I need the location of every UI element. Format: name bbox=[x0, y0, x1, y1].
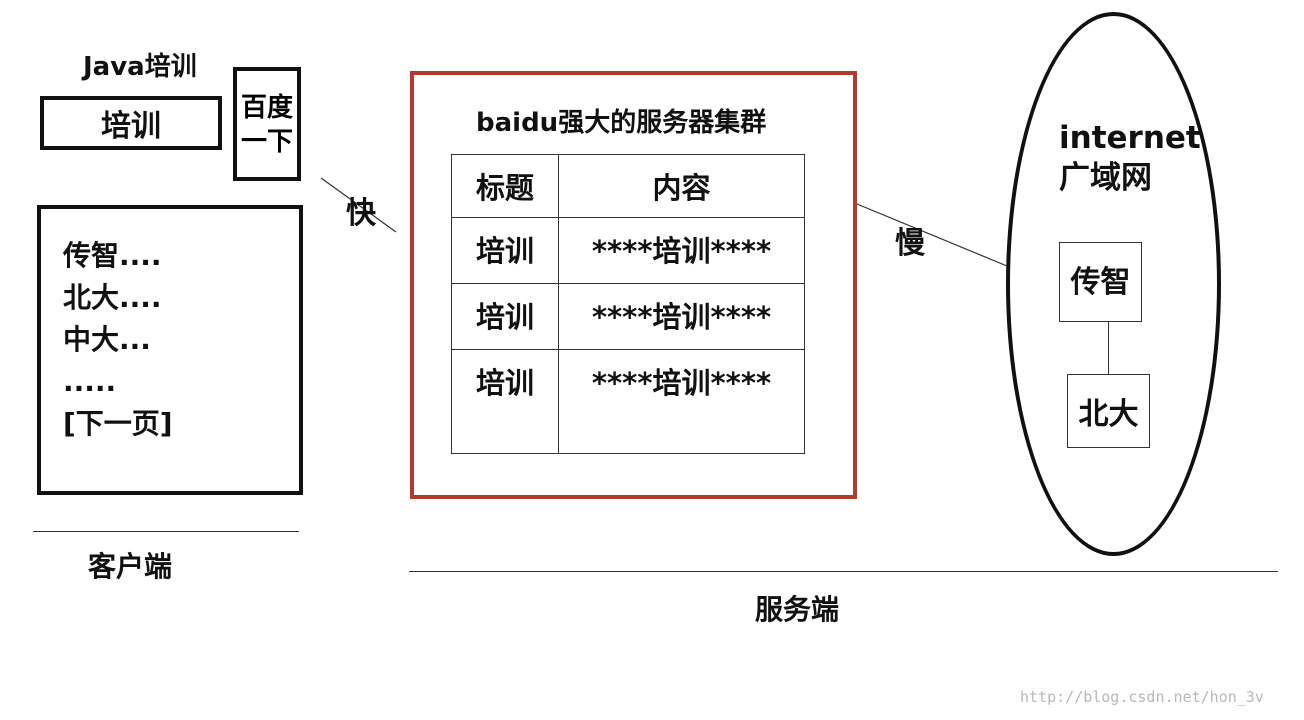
search-button-label-line1: 百度 bbox=[240, 92, 293, 122]
search-button[interactable]: 百度 一下 bbox=[233, 67, 301, 181]
internet-title: internet 广域网 bbox=[1059, 118, 1201, 198]
table-header-title: 标题 bbox=[451, 154, 559, 218]
table-cell-content: ****培训**** bbox=[558, 217, 805, 284]
search-button-label-line2: 一下 bbox=[240, 126, 293, 156]
table-cell-title: 培训 bbox=[451, 283, 559, 350]
table-row: 培训 ****培训**** bbox=[451, 283, 805, 350]
client-title: Java培训 bbox=[83, 52, 197, 82]
slow-connector-line bbox=[856, 203, 1008, 267]
cluster-title: baidu强大的服务器集群 bbox=[476, 108, 767, 138]
client-divider bbox=[33, 531, 299, 532]
watermark: http://blog.csdn.net/hon_3v bbox=[1020, 688, 1264, 706]
search-input[interactable]: 培训 bbox=[40, 96, 222, 150]
table-row: 培训 ****培训**** bbox=[451, 217, 805, 284]
result-item[interactable]: 传智.... bbox=[63, 239, 162, 272]
server-cluster-box bbox=[410, 71, 857, 499]
internet-ellipse bbox=[1006, 12, 1221, 556]
internet-title-line2: 广域网 bbox=[1059, 160, 1152, 196]
server-divider bbox=[409, 571, 1278, 572]
results-table: 标题 内容 培训 ****培训**** 培训 ****培训**** 培训 ***… bbox=[451, 154, 805, 454]
next-page-link[interactable]: [下一页] bbox=[63, 407, 173, 440]
fast-label: 快 bbox=[346, 196, 376, 231]
table-cell-content: ****培训**** bbox=[558, 349, 805, 454]
internet-title-line1: internet bbox=[1059, 120, 1201, 156]
server-label: 服务端 bbox=[755, 593, 840, 626]
result-item[interactable]: 北大.... bbox=[63, 281, 162, 314]
table-header-row: 标题 内容 bbox=[451, 154, 805, 218]
internet-node: 北大 bbox=[1067, 374, 1150, 448]
search-results-box: 传智.... 北大.... 中大... ..... [下一页] bbox=[37, 205, 303, 495]
client-label: 客户端 bbox=[88, 550, 173, 583]
table-row: 培训 ****培训**** bbox=[451, 349, 805, 454]
search-input-value: 培训 bbox=[101, 109, 161, 144]
internet-node: 传智 bbox=[1059, 242, 1142, 322]
table-cell-title: 培训 bbox=[451, 349, 559, 454]
table-header-content: 内容 bbox=[558, 154, 805, 218]
node-connector bbox=[1108, 322, 1109, 374]
table-cell-content: ****培训**** bbox=[558, 283, 805, 350]
result-ellipsis: ..... bbox=[63, 365, 117, 398]
table-cell-title: 培训 bbox=[451, 217, 559, 284]
result-item[interactable]: 中大... bbox=[63, 323, 151, 356]
slow-label: 慢 bbox=[895, 226, 925, 261]
